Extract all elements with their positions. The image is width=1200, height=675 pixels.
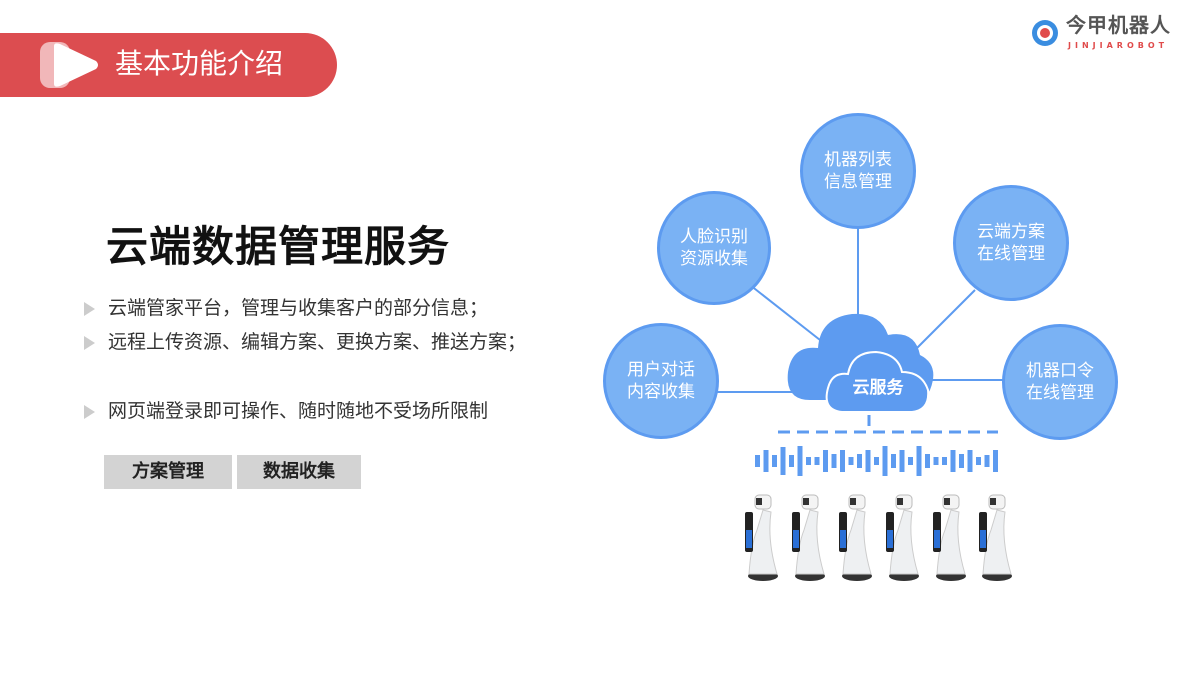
logo-subtitle: JINJIAROBOT [1068, 41, 1169, 50]
robot-icon [933, 494, 966, 581]
node-line: 信息管理 [824, 172, 892, 192]
wave-bar [908, 457, 913, 465]
node-line: 机器列表 [824, 150, 892, 170]
node-line: 内容收集 [627, 382, 695, 402]
wave-bar [925, 454, 930, 468]
wave-bar [840, 450, 845, 472]
section-title: 基本功能介绍 [115, 47, 284, 80]
wave-bar [959, 454, 964, 468]
node-line: 云端方案 [977, 222, 1045, 242]
node-line: 在线管理 [977, 244, 1045, 264]
node-robot-command: 机器口令在线管理 [1002, 324, 1118, 440]
wave-bar [967, 450, 973, 472]
wave-bar [882, 446, 888, 476]
wave-bar [789, 455, 794, 467]
wave-bar [976, 457, 981, 465]
wave-bar [891, 454, 896, 468]
bullet-icon [84, 405, 95, 419]
wave-bar [823, 450, 828, 472]
wave-bar [942, 457, 947, 465]
section-header: 基本功能介绍 [0, 33, 337, 97]
wave-bar [797, 446, 803, 476]
node-robot-list: 机器列表信息管理 [800, 113, 916, 229]
wave-bar [780, 447, 786, 475]
robot-icon [886, 494, 919, 581]
robot-icon [792, 494, 825, 581]
wave-bar [772, 455, 777, 467]
wave-bar [984, 455, 990, 467]
bullet-icon [84, 302, 95, 316]
wave-bar [993, 450, 998, 472]
play-icon [40, 42, 98, 88]
wave-bar [899, 450, 905, 472]
wave-bar [933, 457, 939, 465]
bullet-text: 网页端登录即可操作、随时随地不受场所限制 [108, 400, 489, 422]
bullet-text: 云端管家平台，管理与收集客户的部分信息； [108, 297, 489, 319]
node-line: 资源收集 [680, 249, 748, 269]
wave-bar [865, 450, 871, 472]
logo-icon [1032, 20, 1058, 46]
robot-icon [979, 494, 1012, 581]
node-face-recognition: 人脸识别资源收集 [657, 191, 771, 305]
bullet-item: 网页端登录即可操作、随时随地不受场所限制 [84, 394, 544, 428]
wave-bar [806, 457, 811, 465]
wave-bar [755, 455, 760, 467]
robot-icon [745, 494, 778, 581]
wave-bar [763, 450, 769, 472]
node-line: 在线管理 [1026, 383, 1094, 403]
bullet-item: 云端管家平台，管理与收集客户的部分信息； [84, 291, 544, 325]
logo-name: 今甲机器人 [1066, 13, 1171, 37]
wave-bar [814, 457, 820, 465]
tag-data-collection: 数据收集 [237, 455, 361, 489]
wave-bar [831, 454, 837, 468]
bullet-text: 远程上传资源、编辑方案、更换方案、推送方案； [108, 331, 527, 353]
cloud-icon [787, 313, 934, 413]
node-user-dialog: 用户对话内容收集 [603, 323, 719, 439]
node-cloud-plan: 云端方案在线管理 [953, 185, 1069, 301]
wave-bar [916, 446, 922, 476]
wave-bar [857, 454, 862, 468]
wave-bar [874, 457, 879, 465]
node-line: 用户对话 [627, 360, 695, 380]
cloud-label: 云服务 [852, 378, 904, 398]
wave-bar [950, 450, 956, 472]
page-title: 云端数据管理服务 [106, 222, 451, 271]
node-line: 人脸识别 [680, 227, 748, 247]
bullet-item: 远程上传资源、编辑方案、更换方案、推送方案； [84, 325, 544, 359]
robot-icon [839, 494, 872, 581]
wave-bar [848, 457, 854, 465]
tag-plan-management: 方案管理 [104, 455, 232, 489]
sound-wave-icon [755, 446, 998, 476]
node-line: 机器口令 [1026, 361, 1094, 381]
brand-logo: 今甲机器人 JINJIAROBOT [1030, 14, 1190, 54]
bullet-icon [84, 336, 95, 350]
